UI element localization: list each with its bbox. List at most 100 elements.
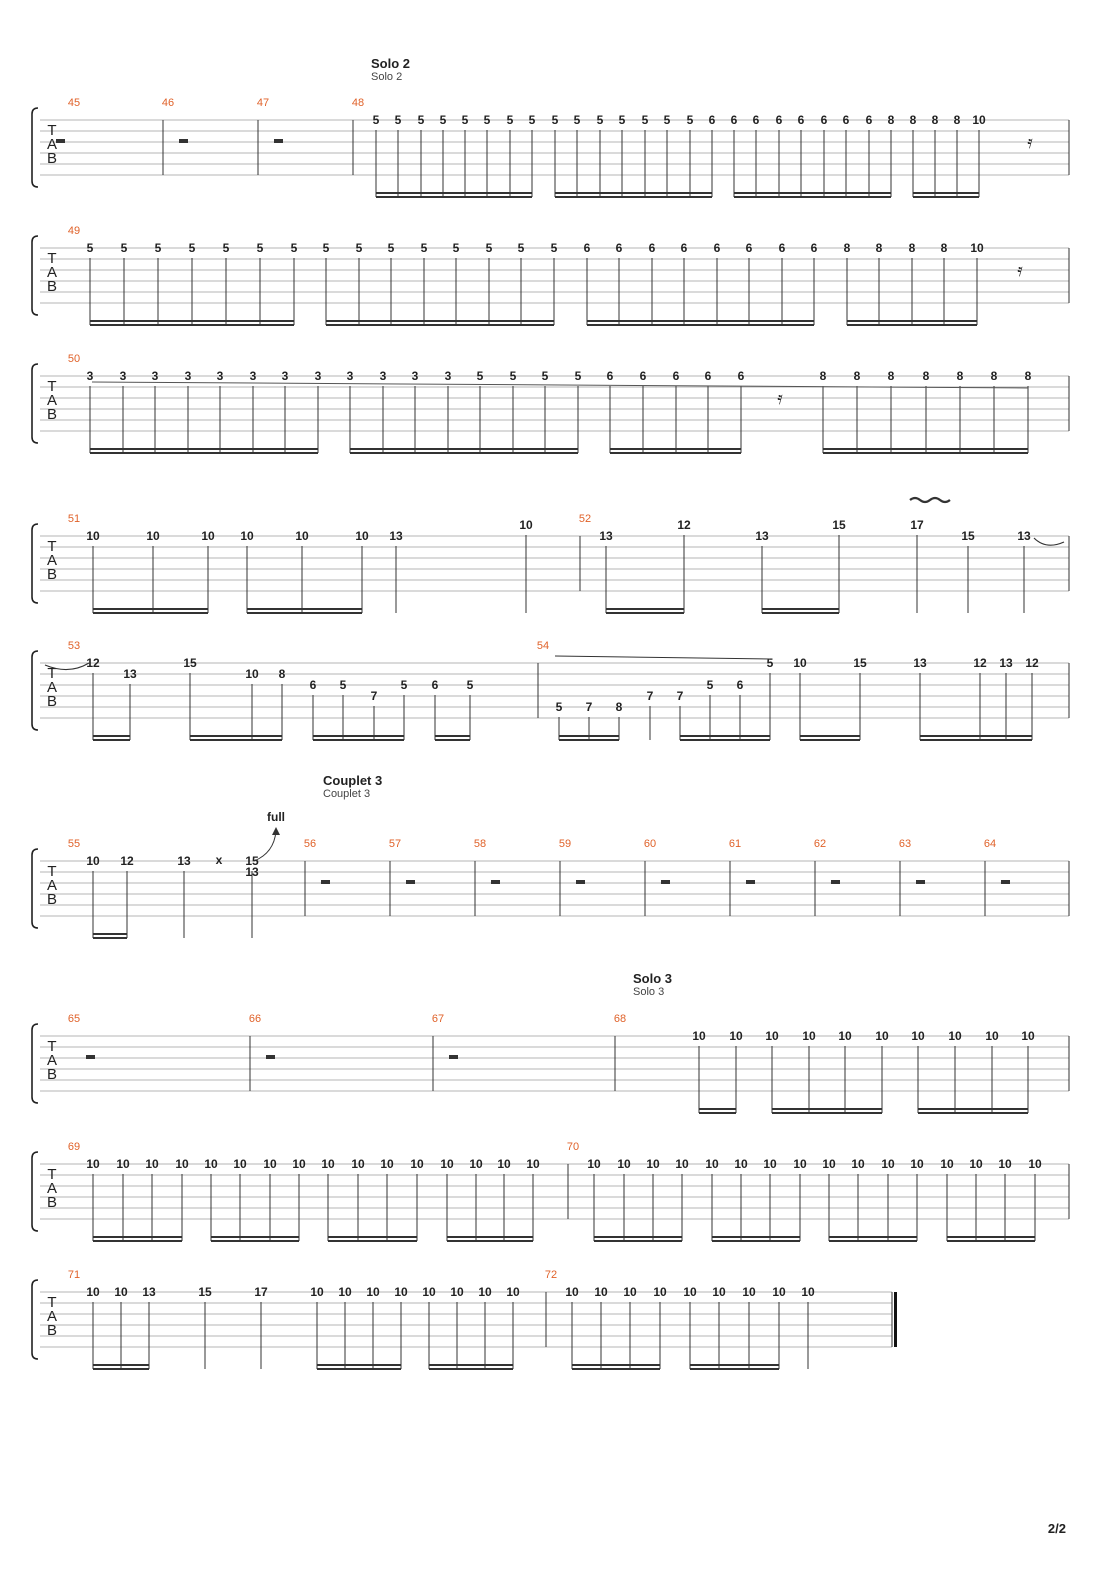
fret-number: 10	[729, 1029, 743, 1043]
tab-clef-letter: T	[47, 1038, 56, 1055]
fret-number: 5	[401, 678, 408, 692]
fret-number: 13	[599, 529, 613, 543]
tab-clef-letter: T	[47, 1294, 56, 1311]
fret-number: 5	[121, 241, 128, 255]
whole-rest	[661, 880, 670, 884]
measure-number: 71	[68, 1269, 80, 1281]
fret-number: 12	[120, 854, 134, 868]
fret-number: 10	[801, 1285, 815, 1299]
fret-number: 8	[616, 700, 623, 714]
tab-clef-letter: T	[47, 1166, 56, 1183]
tab-clef-letter: B	[47, 150, 57, 167]
tab-clef-letter: B	[47, 1322, 57, 1339]
tab-clef-letter: A	[47, 136, 57, 153]
fret-number: 5	[552, 113, 559, 127]
measure-number: 59	[559, 838, 571, 850]
fret-number: 5	[223, 241, 230, 255]
fret-number: 10	[380, 1157, 394, 1171]
fret-number: 5	[388, 241, 395, 255]
fret-number: 6	[779, 241, 786, 255]
fret-number: 6	[432, 678, 439, 692]
fret-number: 13	[913, 656, 927, 670]
fret-number: 8	[854, 369, 861, 383]
whole-rest	[1001, 880, 1010, 884]
fret-number: 5	[556, 700, 563, 714]
fret-number: 10	[497, 1157, 511, 1171]
system-bracket	[31, 107, 39, 188]
system-bracket	[31, 1279, 39, 1360]
whole-rest	[321, 880, 330, 884]
tab-clef-letter: A	[47, 264, 57, 281]
fret-number: 7	[647, 689, 654, 703]
system-bracket	[31, 235, 39, 316]
fret-number: 10	[565, 1285, 579, 1299]
measure-number: 50	[68, 353, 80, 365]
fret-number: 15	[961, 529, 975, 543]
fret-number: 10	[114, 1285, 128, 1299]
whole-rest	[86, 1055, 95, 1059]
fret-number: 5	[542, 369, 549, 383]
fret-number: 10	[422, 1285, 436, 1299]
fret-number: 10	[734, 1157, 748, 1171]
tab-clef-letter: B	[47, 278, 57, 295]
tab-clef-letter: T	[47, 665, 56, 682]
tab-clef-letter: A	[47, 1308, 57, 1325]
fret-number: 5	[767, 656, 774, 670]
measure-number: 61	[729, 838, 741, 850]
tab-clef-letter: B	[47, 1194, 57, 1211]
page-number: 2/2	[1047, 1521, 1066, 1536]
fret-number: 6	[738, 369, 745, 383]
fret-number: 17	[254, 1285, 268, 1299]
fret-number: 3	[315, 369, 322, 383]
fret-number: 10	[145, 1157, 159, 1171]
fret-number: 10	[450, 1285, 464, 1299]
fret-number: 3	[412, 369, 419, 383]
measure-number: 63	[899, 838, 911, 850]
fret-number: 6	[705, 369, 712, 383]
fret-number: 8	[991, 369, 998, 383]
fret-number: 8	[279, 667, 286, 681]
fret-number: 10	[765, 1029, 779, 1043]
fret-number: 6	[310, 678, 317, 692]
measure-number: 48	[352, 97, 364, 109]
measure-number: 60	[644, 838, 656, 850]
fret-number: 13	[177, 854, 191, 868]
fret-number: 10	[881, 1157, 895, 1171]
fret-number: 6	[584, 241, 591, 255]
fret-number: 6	[776, 113, 783, 127]
fret-number: 10	[940, 1157, 954, 1171]
fret-number: 6	[731, 113, 738, 127]
fret-number: 10	[86, 854, 100, 868]
fret-number: 3	[217, 369, 224, 383]
whole-rest	[56, 139, 65, 143]
fret-number: 6	[607, 369, 614, 383]
fret-number: 8	[1025, 369, 1032, 383]
section-title-solo-3: Solo 3	[633, 971, 673, 986]
tab-clef-letter: T	[47, 378, 56, 395]
measure-number: 49	[68, 225, 80, 237]
fret-number: 7	[586, 700, 593, 714]
fret-number: 10	[233, 1157, 247, 1171]
fret-number: 13	[245, 865, 259, 879]
measure-number: 57	[389, 838, 401, 850]
whole-rest	[576, 880, 585, 884]
fret-number: 8	[957, 369, 964, 383]
fret-number: 3	[445, 369, 452, 383]
fret-number: 10	[646, 1157, 660, 1171]
fret-number: 10	[972, 113, 986, 127]
fret-number: 6	[866, 113, 873, 127]
whole-rest	[746, 880, 755, 884]
measure-number: 55	[68, 838, 80, 850]
measure-number: 66	[249, 1013, 261, 1025]
fret-number: 10	[394, 1285, 408, 1299]
fret-number: 10	[653, 1285, 667, 1299]
fret-number: 5	[87, 241, 94, 255]
section-subtitle-solo-3: Solo 3	[633, 986, 665, 998]
whole-rest	[266, 1055, 275, 1059]
tab-clef-letter: A	[47, 1180, 57, 1197]
fret-number: 3	[282, 369, 289, 383]
tab-clef-letter: B	[47, 891, 57, 908]
tab-clef-letter: T	[47, 122, 56, 139]
